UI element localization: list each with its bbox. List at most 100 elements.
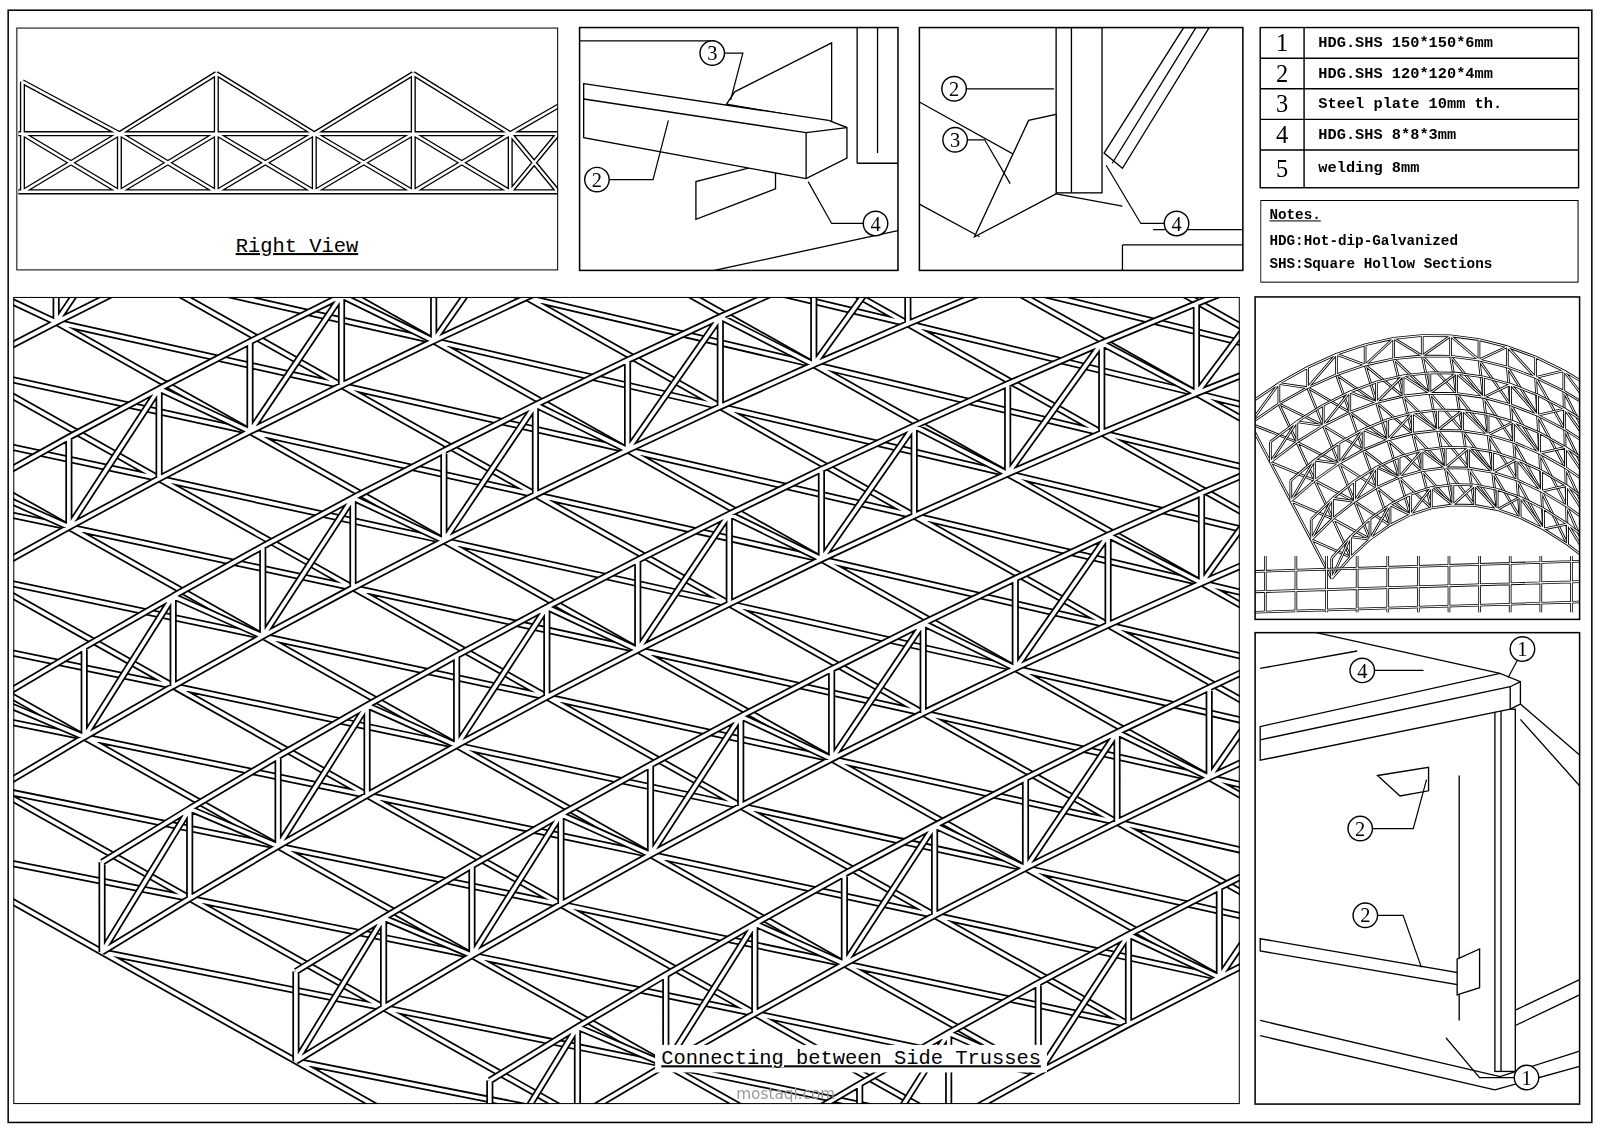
item-number: 4 bbox=[1276, 121, 1288, 149]
floor-member bbox=[1255, 556, 1579, 612]
panel-frame bbox=[580, 28, 898, 271]
note-text: HDG:Hot-dip-Galvanized bbox=[1269, 233, 1458, 249]
panel-frame bbox=[8, 10, 1592, 1122]
callout-number: 4 bbox=[1357, 659, 1367, 682]
watermark: mostaql.com bbox=[736, 1085, 835, 1103]
truss-member bbox=[1255, 336, 1579, 579]
table-grid bbox=[1260, 28, 1578, 188]
panel-frame bbox=[1255, 297, 1579, 619]
callout-number-cell: 2 bbox=[585, 167, 609, 191]
callout-circle bbox=[585, 167, 609, 191]
callout-number-cell: 4 bbox=[1350, 658, 1374, 682]
plate-detail bbox=[974, 114, 1056, 236]
callout-circle bbox=[943, 128, 967, 152]
item-number: 2 bbox=[1276, 60, 1288, 88]
truss-member bbox=[18, 73, 558, 191]
joint-detail bbox=[1260, 673, 1520, 760]
callout-circle bbox=[1510, 637, 1534, 661]
callout-circle bbox=[1350, 658, 1374, 682]
view-panel: Connecting between Side Trusses bbox=[13, 297, 1240, 1104]
truss-lattice bbox=[13, 297, 1240, 1104]
view-title: Connecting between Side Trusses bbox=[655, 1044, 1047, 1072]
callout-number-cell: 1 bbox=[1510, 637, 1534, 661]
plate-detail bbox=[1056, 28, 1102, 193]
callout-number-cell: 3 bbox=[943, 128, 967, 152]
plate-detail bbox=[580, 28, 898, 271]
leader-line bbox=[1446, 1038, 1514, 1078]
item-description: HDG.SHS 150*150*6mm bbox=[1318, 34, 1493, 51]
table-grid bbox=[1260, 28, 1578, 188]
callout-number: 3 bbox=[950, 128, 960, 151]
item-description: welding 8mm bbox=[1318, 160, 1419, 177]
panel-frame bbox=[1255, 633, 1579, 1104]
floor-member bbox=[1255, 556, 1579, 612]
callout-number: 4 bbox=[870, 212, 880, 235]
callout-number: 4 bbox=[1171, 212, 1181, 235]
item-number: 1 bbox=[1276, 29, 1288, 57]
callout-circle bbox=[585, 41, 1539, 1090]
truss-member bbox=[13, 297, 1240, 1104]
callout-number-cell: 4 bbox=[1164, 211, 1188, 235]
item-number: 3 bbox=[1276, 90, 1288, 118]
callout-number: 2 bbox=[592, 168, 602, 191]
callout-circle bbox=[1514, 1065, 1538, 1089]
plate-detail bbox=[1112, 28, 1196, 164]
callout-number: 2 bbox=[949, 77, 959, 100]
watermark-cell: mostaql.com bbox=[704, 1084, 867, 1104]
callout-number: 1 bbox=[1517, 637, 1527, 660]
leader-line bbox=[724, 53, 742, 100]
plate-detail bbox=[584, 84, 847, 179]
leader-line bbox=[966, 88, 1054, 89]
joint-detail bbox=[1260, 939, 1469, 987]
joint-detail bbox=[1260, 633, 1579, 1026]
item-number-cell: 1 bbox=[1260, 28, 1304, 59]
joint-detail bbox=[1260, 633, 1579, 1090]
note-text: SHS:Square Hollow Sections bbox=[1269, 256, 1492, 272]
callout-number: 3 bbox=[707, 41, 717, 64]
item-number-cell: 3 bbox=[1260, 89, 1304, 120]
callout-number-cell: 4 bbox=[863, 211, 887, 235]
truss-member bbox=[1255, 336, 1579, 579]
leader-line bbox=[967, 140, 1010, 184]
right-view-truss bbox=[18, 73, 558, 191]
item-description-cell: HDG.SHS 8*8*3mm bbox=[1304, 119, 1578, 150]
callout-circle bbox=[1164, 211, 1188, 235]
callout-circle bbox=[942, 77, 966, 101]
callout-number: 2 bbox=[1355, 817, 1365, 840]
joint-detail bbox=[1260, 1020, 1579, 1089]
leader-line bbox=[609, 53, 1517, 1077]
callout-number: 1 bbox=[1521, 1066, 1531, 1089]
callout-number: 2 bbox=[1360, 904, 1370, 927]
callout-circle bbox=[863, 211, 887, 235]
item-number: 5 bbox=[1276, 155, 1288, 183]
leader-line bbox=[1372, 780, 1426, 829]
plate-detail bbox=[584, 99, 847, 179]
item-description: HDG.SHS 8*8*3mm bbox=[1318, 126, 1456, 143]
note-text: Notes. bbox=[1269, 207, 1320, 223]
item-number-cell: 5 bbox=[1260, 150, 1304, 188]
item-description-cell: Steel plate 10mm th. bbox=[1304, 89, 1578, 120]
truss-member bbox=[18, 73, 558, 191]
item-description-cell: HDG.SHS 120*120*4mm bbox=[1304, 58, 1578, 89]
item-description: Steel plate 10mm th. bbox=[1318, 95, 1502, 112]
roof-perspective bbox=[1255, 336, 1579, 613]
leader-line bbox=[1378, 915, 1422, 967]
item-number-cell: 2 bbox=[1260, 58, 1304, 89]
plate-detail bbox=[580, 28, 898, 271]
joint-detail bbox=[1495, 709, 1515, 1071]
item-description-cell: HDG.SHS 150*150*6mm bbox=[1304, 28, 1578, 59]
callout-number-cell: 2 bbox=[1353, 903, 1377, 927]
callout-circle bbox=[700, 41, 724, 65]
notes-box: Notes. HDG:Hot-dip-GalvanizedSHS:Square H… bbox=[1260, 200, 1578, 283]
leader-line bbox=[1374, 670, 1423, 671]
plate-detail bbox=[919, 28, 1242, 271]
table-grid bbox=[1260, 28, 1578, 188]
item-description-cell: welding 8mm bbox=[1304, 150, 1578, 188]
leader-line bbox=[1106, 165, 1164, 223]
item-number-cell: 4 bbox=[1260, 119, 1304, 150]
joint-detail bbox=[1457, 949, 1479, 995]
leader-line bbox=[808, 182, 863, 224]
callout-number-cell: 1 bbox=[1514, 1065, 1538, 1089]
item-description: HDG.SHS 120*120*4mm bbox=[1318, 65, 1493, 82]
